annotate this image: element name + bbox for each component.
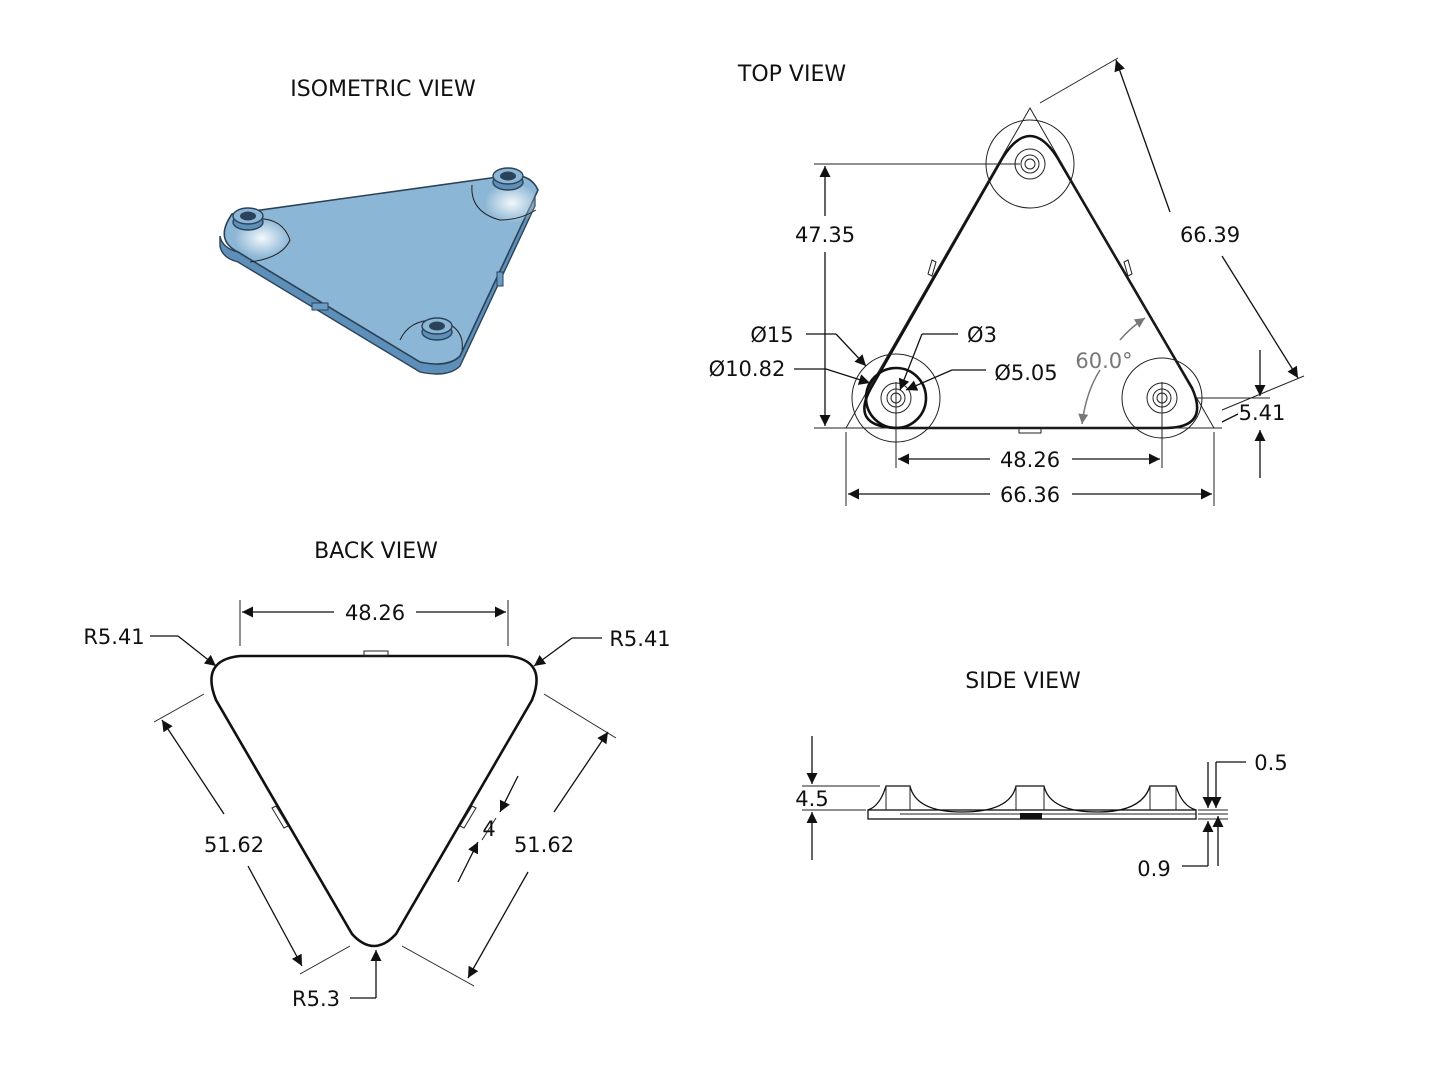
- side-view: SIDE VIEW 4.5 0.5: [795, 669, 1287, 881]
- dim-d505: Ø5.05: [994, 361, 1057, 385]
- iso-tab-1: [311, 302, 329, 311]
- isometric-view: ISOMETRIC VIEW: [219, 77, 540, 375]
- back-view: BACK VIEW 48.26 R5.41 R5.41 51.62 51.62: [83, 539, 670, 1011]
- isometric-part: [219, 167, 540, 375]
- dim-hole-span: 48.26: [1000, 448, 1060, 472]
- back-dim-r-right: R5.41: [609, 627, 670, 651]
- top-outline: [863, 134, 1199, 430]
- dim-slant: 66.39: [1180, 223, 1240, 247]
- top-view-title: TOP VIEW: [737, 62, 846, 87]
- side-dim-bottom-thk: 0.9: [1137, 857, 1170, 881]
- iso-boss-bottom: [421, 317, 453, 341]
- dim-height: 47.35: [795, 223, 855, 247]
- iso-tab-2: [496, 271, 504, 287]
- back-view-title: BACK VIEW: [314, 539, 438, 564]
- dim-d1082: Ø10.82: [709, 357, 786, 381]
- back-dim-top-span: 48.26: [345, 601, 405, 625]
- side-view-title: SIDE VIEW: [965, 669, 1081, 694]
- dim-angle: 60.0°: [1075, 349, 1132, 373]
- back-dim-tab: 4: [482, 817, 495, 841]
- isometric-view-title: ISOMETRIC VIEW: [290, 77, 476, 102]
- back-dim-left-side: 51.62: [204, 833, 264, 857]
- back-dim-r-left: R5.41: [83, 625, 144, 649]
- back-outline: [210, 654, 538, 948]
- dim-d3: Ø3: [967, 323, 997, 347]
- iso-boss-right: [492, 167, 524, 191]
- side-profile: [867, 785, 1197, 820]
- top-view: TOP VIEW 47.35: [709, 57, 1305, 507]
- side-dim-height: 4.5: [795, 787, 828, 811]
- dim-offset: 5.41: [1239, 401, 1286, 425]
- side-dim-top-thk: 0.5: [1254, 751, 1287, 775]
- dim-overall-width: 66.36: [1000, 483, 1060, 507]
- iso-boss-left: [232, 207, 264, 231]
- back-dim-right-side: 51.62: [514, 833, 574, 857]
- back-dim-r-bottom: R5.3: [292, 987, 340, 1011]
- dim-d15: Ø15: [750, 323, 793, 347]
- top-construction-triangle: [845, 106, 1215, 429]
